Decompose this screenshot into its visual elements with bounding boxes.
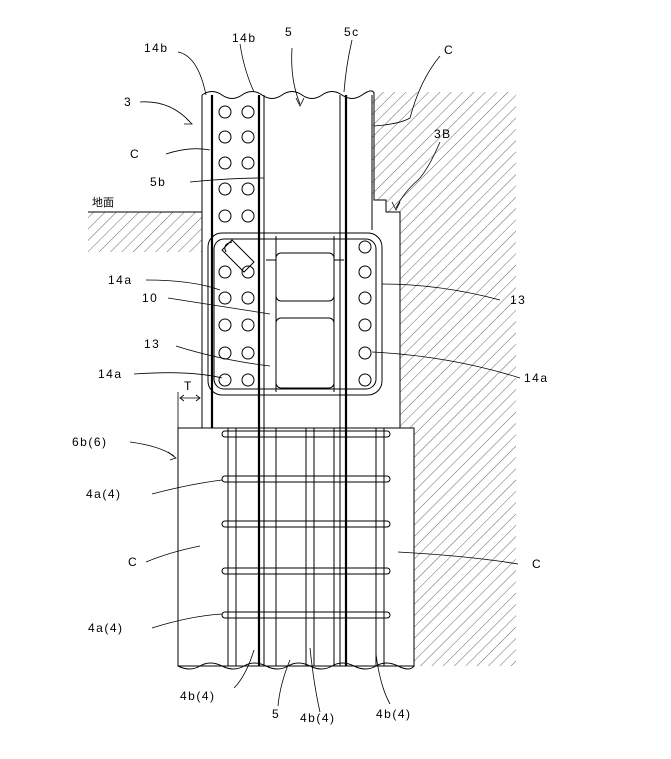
label-3b: 3B <box>434 127 452 141</box>
label-4a4-lower: 4a(4) <box>88 621 124 635</box>
ring-bars-4a <box>221 430 391 619</box>
rebar-circles-upper <box>218 105 255 223</box>
label-14a-lower-left: 14a <box>98 367 123 381</box>
rebar-circles-lower-left <box>218 265 255 387</box>
label-14a-right: 14a <box>524 371 549 385</box>
vertical-rebars-4b <box>227 428 385 666</box>
label-4b4-right: 4b(4) <box>376 707 412 721</box>
label-ground: 地面 <box>92 196 114 209</box>
label-4b4-left: 4b(4) <box>180 689 216 703</box>
label-14b-mid: 14b <box>232 31 257 45</box>
footing-6b <box>177 427 415 667</box>
label-4a4-upper: 4a(4) <box>86 487 122 501</box>
label-c-right-lower: C <box>532 557 542 571</box>
label-c-left-upper: C <box>130 147 140 161</box>
top-break-line <box>201 90 375 99</box>
label-4b4-mid: 4b(4) <box>300 711 336 725</box>
label-14b-left: 14b <box>144 41 169 55</box>
label-5b: 5b <box>150 175 166 189</box>
ground-outline <box>88 92 401 426</box>
rebar-circles-right <box>358 240 372 387</box>
t-dimension <box>177 392 203 428</box>
labels: 14b 14b 5 5c C 3 3B C 5b 地面 14a 10 13 13… <box>72 25 549 725</box>
label-5-top: 5 <box>285 25 293 39</box>
label-5-bottom: 5 <box>272 707 280 721</box>
label-13-right: 13 <box>510 293 526 307</box>
label-10: 10 <box>142 291 158 305</box>
label-13-left: 13 <box>144 337 160 351</box>
label-c-left-lower: C <box>128 555 138 569</box>
upper-column <box>201 95 401 428</box>
label-6b6: 6b(6) <box>72 435 108 449</box>
leader-lines <box>129 39 521 713</box>
hoop-13 <box>207 232 383 396</box>
label-c-top: C <box>444 43 454 57</box>
label-t: T <box>184 379 193 393</box>
label-14a-upper: 14a <box>108 273 133 287</box>
ground-hatching <box>88 92 516 666</box>
label-5c: 5c <box>344 25 360 39</box>
steel-core-10 <box>266 236 344 392</box>
label-3: 3 <box>124 95 132 109</box>
